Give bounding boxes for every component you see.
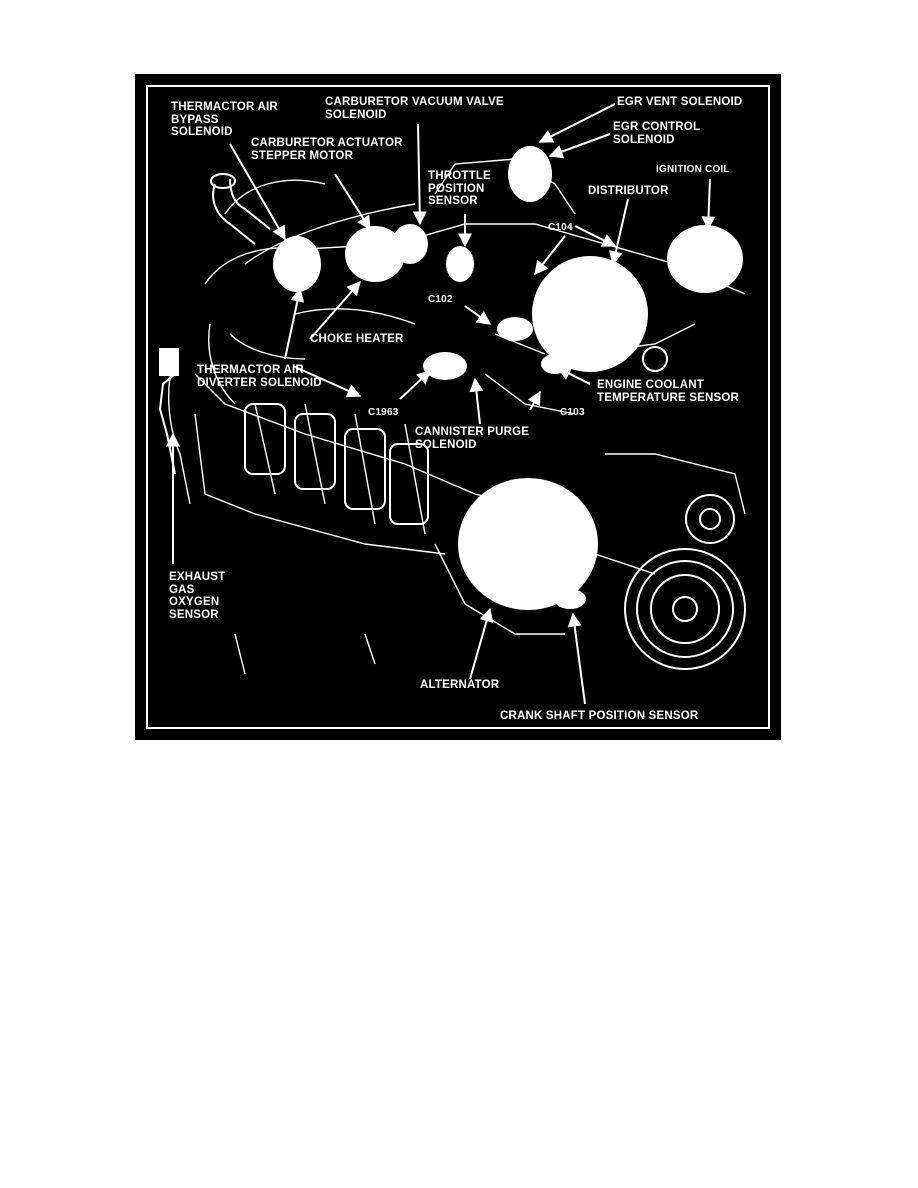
intake-runners — [244, 403, 429, 525]
label-thermactor-air-bypass-solenoid: THERMACTOR AIR BYPASS SOLENOID — [171, 101, 278, 138]
stepper-motor-blob — [345, 226, 405, 282]
label-ignition-coil: IGNITION COIL — [656, 164, 730, 175]
label-throttle-position-sensor: THROTTLE POSITION SENSOR — [428, 170, 491, 207]
label-alternator: ALTERNATOR — [420, 679, 500, 691]
label-carburetor-actuator-stepper-motor: CARBURETOR ACTUATOR STEPPER MOTOR — [251, 137, 403, 162]
label-c1963: C1963 — [368, 407, 399, 418]
connector-c102-blob — [497, 317, 533, 341]
label-distributor: DISTRIBUTOR — [588, 185, 669, 197]
label-c103: C103 — [560, 407, 585, 418]
label-engine-coolant-temperature-sensor: ENGINE COOLANT TEMPERATURE SENSOR — [597, 379, 740, 404]
leader-lines — [166, 103, 716, 705]
tps-blob — [446, 246, 474, 282]
air-pump-pulley — [642, 346, 668, 372]
vacuum-valve-blob — [392, 224, 428, 264]
figure-frame — [146, 85, 770, 729]
egr-blob — [508, 146, 552, 202]
label-thermactor-air-diverter-solenoid: THERMACTOR AIR DIVERTER SOLENOID — [197, 364, 322, 389]
label-egr-vent-solenoid: EGR VENT SOLENOID — [617, 96, 743, 108]
label-crank-shaft-position-sensor: CRANK SHAFT POSITION SENSOR — [500, 710, 699, 722]
ignition-coil-blob — [667, 225, 743, 293]
cannister-purge-blob — [423, 352, 467, 380]
alternator-blob — [458, 478, 598, 610]
crank-pulley — [624, 548, 746, 670]
distributor-blob — [532, 256, 648, 372]
pulleys — [624, 346, 746, 670]
water-pump-pulley — [685, 494, 735, 544]
label-choke-heater: CHOKE HEATER — [310, 333, 404, 345]
oxygen-sensor — [158, 348, 179, 475]
engine-component-diagram: THERMACTOR AIR BYPASS SOLENOID CARBURETO… — [135, 74, 781, 740]
engine-illustration — [158, 103, 746, 705]
bypass-solenoid-blob — [273, 236, 321, 292]
highlighted-components — [273, 146, 743, 610]
label-exhaust-gas-oxygen-sensor: EXHAUST GAS OXYGEN SENSOR — [169, 571, 226, 621]
label-c102: C102 — [428, 294, 453, 305]
label-carburetor-vacuum-valve-solenoid: CARBURETOR VACUUM VALVE SOLENOID — [325, 96, 504, 121]
air-inlet-tube — [210, 173, 271, 245]
label-c104: C104 — [548, 222, 573, 233]
crank-sensor-blob — [554, 589, 586, 609]
label-egr-control-solenoid: EGR CONTROL SOLENOID — [613, 121, 701, 146]
label-cannister-purge-solenoid: CANNISTER PURGE SOLENOID — [415, 426, 530, 451]
